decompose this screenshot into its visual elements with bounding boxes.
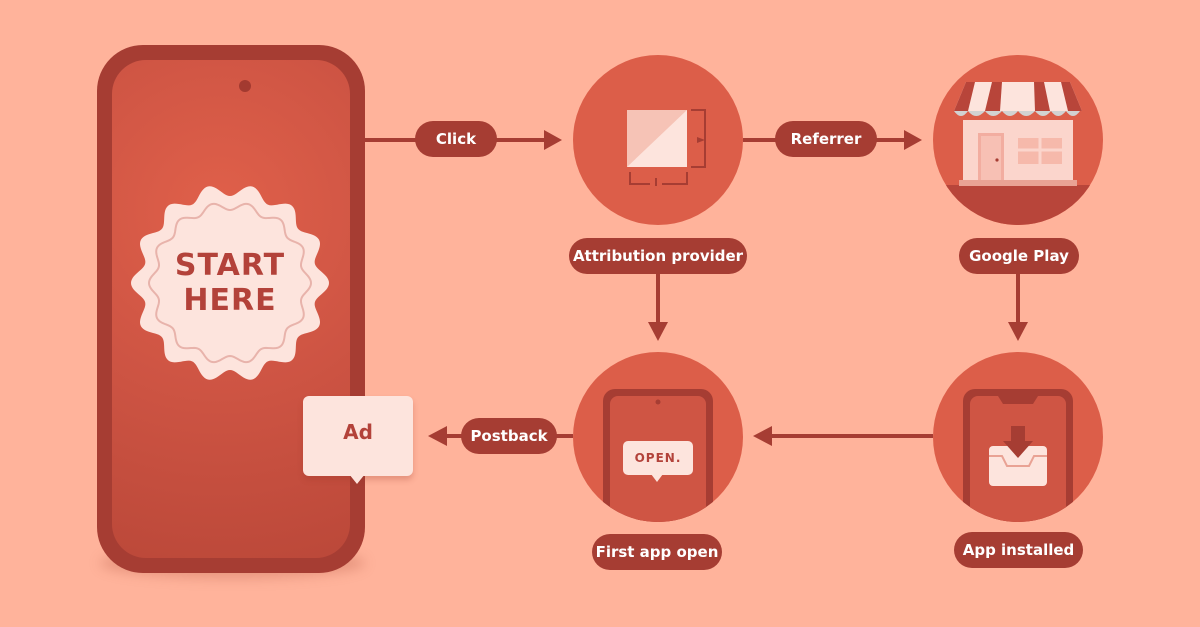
ad-label: Ad xyxy=(343,420,373,444)
first-app-open-label: First app open xyxy=(592,534,722,570)
attribution-down-arrow xyxy=(648,274,668,341)
referrer-pill: Referrer xyxy=(775,121,877,157)
ad-card[interactable] xyxy=(303,396,413,476)
start-here-text: START HERE xyxy=(174,248,286,318)
open-bubble xyxy=(623,441,693,475)
attribution-provider-label: Attribution provider xyxy=(569,238,747,274)
ratio-square-icon xyxy=(627,109,706,188)
google-play-label: Google Play xyxy=(959,238,1079,274)
click-pill: Click xyxy=(415,121,497,157)
postback-pill: Postback xyxy=(461,418,557,454)
ad-card-tail xyxy=(349,474,365,484)
google-play-down-arrow xyxy=(1008,274,1028,341)
start-here-badge-icon xyxy=(131,186,329,380)
installed-to-open-arrow xyxy=(753,426,933,446)
phone-camera xyxy=(239,80,251,92)
download-tray-icon xyxy=(963,389,1073,522)
open-bubble-tail xyxy=(651,474,663,482)
open-bubble-label: OPEN. xyxy=(634,451,682,465)
app-installed-label: App installed xyxy=(954,532,1083,568)
storefront-icon xyxy=(933,82,1103,225)
